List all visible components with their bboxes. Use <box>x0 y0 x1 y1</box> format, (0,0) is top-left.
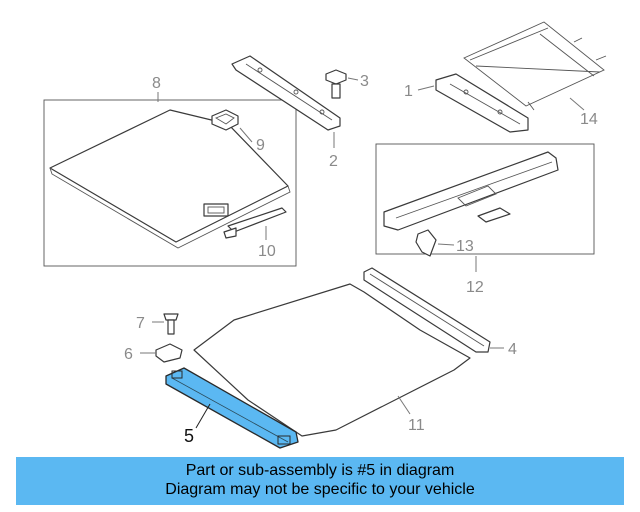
leader-lines <box>140 77 585 429</box>
callout-4: 4 <box>508 341 517 358</box>
group-box-12 <box>375 143 595 257</box>
callout-1: 1 <box>404 83 413 100</box>
part-4-strip <box>363 267 491 353</box>
group-box-8 <box>43 99 297 267</box>
callout-7: 7 <box>136 315 145 332</box>
part-5-highlighted-bar <box>165 367 299 449</box>
callout-6: 6 <box>124 346 133 363</box>
part-6-clip <box>155 343 183 363</box>
info-banner: Part or sub-assembly is #5 in diagram Di… <box>16 457 624 505</box>
callout-9: 9 <box>256 137 265 154</box>
callout-11: 11 <box>408 417 425 434</box>
callout-2: 2 <box>329 153 338 170</box>
callout-3: 3 <box>360 73 369 90</box>
callout-5: 5 <box>184 426 194 446</box>
callout-labels: 8 9 10 2 3 1 14 13 12 4 11 7 6 5 <box>124 73 598 446</box>
parts-diagram: 8 9 10 2 3 1 14 13 12 4 11 7 6 5 <box>43 21 607 449</box>
part-7-screw <box>163 313 179 335</box>
part-2-rail <box>231 55 341 131</box>
callout-10: 10 <box>258 243 276 260</box>
part-1-rail <box>435 73 529 133</box>
callout-13: 13 <box>456 238 474 255</box>
part-14-cover-frame <box>463 21 607 111</box>
part-11-floor-mat <box>193 283 471 437</box>
banner-line-1: Part or sub-assembly is #5 in diagram <box>185 462 455 479</box>
callout-12: 12 <box>466 279 484 296</box>
callout-14: 14 <box>580 111 598 128</box>
callout-8: 8 <box>152 75 161 92</box>
banner-line-2: Diagram may not be specific to your vehi… <box>165 481 475 498</box>
part-3-bolt <box>325 69 347 99</box>
